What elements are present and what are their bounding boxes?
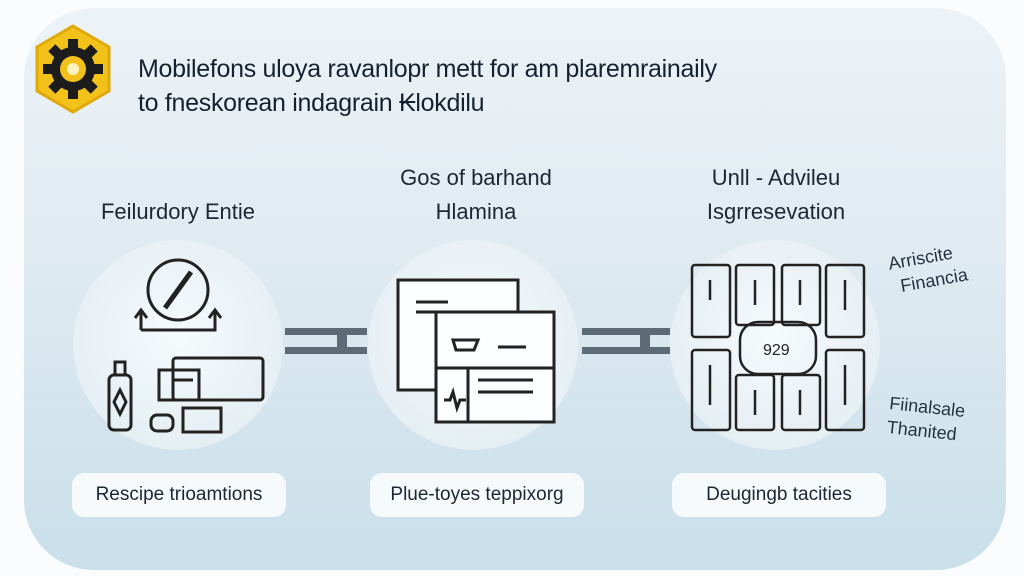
circuit-icon: 929 [690, 263, 866, 432]
title-line-1: Mobilefons uloya ravanlopr mett for am p… [138, 55, 717, 83]
circuit-circle: 929 [670, 240, 880, 450]
documents-circle [368, 240, 578, 450]
devices-circle [73, 240, 283, 450]
label-pill: Deugingb tacities [672, 473, 886, 517]
label-pill: Rescipe trioamtions [72, 473, 286, 517]
heading-line: Isgrresevation [706, 199, 846, 224]
page-title: Mobilefons uloya ravanlopr mett for am p… [138, 52, 717, 120]
label-pill: Plue-toyes teppixorg [370, 473, 584, 517]
documents-icon [396, 278, 556, 424]
heading-line: Gos of barhand [400, 165, 552, 190]
devices-icon [107, 258, 265, 434]
heading-line: Feilurdory Entie [100, 199, 256, 224]
connector-arrow [582, 328, 670, 354]
heading-line [48, 161, 308, 195]
column-1-heading: Feilurdory Entie [48, 161, 308, 229]
heading-line: Unll - Advileu [711, 165, 841, 190]
heading-line: Hlamina [435, 199, 517, 224]
title-line-2: to fneskorean indagrain ₭lokdilu [138, 89, 485, 117]
svg-text:929: 929 [763, 342, 790, 359]
connector-arrow [285, 328, 367, 354]
gear-logo-icon [33, 24, 113, 114]
